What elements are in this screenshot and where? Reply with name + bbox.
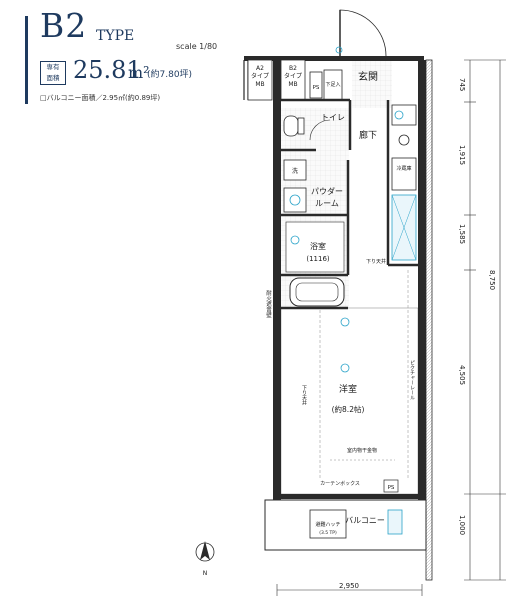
top-wall: [244, 56, 424, 61]
bathtub-inner: [295, 282, 339, 302]
balcony-label: バルコニー: [345, 516, 385, 525]
wash-basin: [283, 187, 307, 213]
outdoor-unit: [387, 509, 403, 535]
genkan-label: 玄関: [358, 70, 378, 83]
dimension-line-bottom: [276, 584, 423, 596]
structural-column: [425, 59, 433, 581]
western-room: [280, 307, 419, 495]
bath-label-1: 浴室: [310, 241, 326, 251]
ps-bottom-box: [383, 479, 399, 493]
mb-b-label-3: MB: [288, 81, 297, 88]
escape-hatch: [309, 509, 347, 539]
mb-a-label-1: A2: [256, 65, 264, 72]
western-room-label-2: (約8.2帖): [332, 404, 365, 414]
mb-a-box: [247, 59, 273, 101]
toilet-door-swing: [309, 119, 331, 141]
powder-room-label-1: パウダー: [311, 186, 343, 196]
dim-4505: 4,505: [458, 365, 466, 385]
scale-label: scale 1/80: [176, 42, 218, 51]
dim-width: 2,950: [339, 582, 359, 590]
washer-label: 洗: [292, 167, 298, 175]
mb-b-label-2: タイプ: [284, 72, 302, 80]
area-tsubo: (約7.80坪): [147, 70, 193, 80]
dim-1915: 1,915: [458, 145, 466, 165]
ps-top-box: [309, 71, 323, 99]
shower-icon: [290, 235, 300, 245]
curtain-box-label: カーテンボックス: [320, 480, 360, 487]
right-wall: [418, 60, 426, 500]
bathtub: [289, 277, 345, 307]
ps-top-label: PS: [313, 85, 320, 91]
balcony-area-label: □バルコニー面積／2.95㎡(約0.89坪): [40, 94, 161, 102]
mb-b-box: [280, 59, 306, 101]
entry-door-swing: [339, 9, 387, 57]
type-code: B2: [40, 6, 88, 45]
north-arrow-icon: [195, 541, 215, 562]
dim-1000: 1,000: [458, 515, 466, 535]
western-room-label-1: 洋室: [339, 383, 357, 395]
washing-machine: [283, 159, 307, 181]
left-wall: [273, 60, 281, 500]
area-tag: 専有 面積: [40, 61, 66, 85]
hallway-label: 廊下: [359, 129, 377, 141]
fridge-label: 冷蔵庫: [396, 165, 411, 172]
interior-walls: [281, 98, 418, 310]
picture-rail-label: ピクチャーレール: [409, 360, 415, 400]
area-value: 25.81: [73, 56, 142, 84]
hatch-label-2: (3.5 TP): [319, 530, 337, 536]
hatch-label-1: 避難ハッチ: [315, 521, 340, 528]
fridge-space: [391, 157, 417, 191]
dim-total: 8,750: [488, 270, 496, 290]
doorbell-icon: [335, 46, 343, 54]
area-tag-line1: 専有: [46, 63, 60, 71]
dimension-lines-right: [464, 59, 506, 581]
accent-bar: [25, 16, 28, 104]
mb-a-label-2: タイプ: [251, 72, 269, 80]
shoe-box-label: 下足入: [325, 82, 340, 88]
area-unit: m²: [128, 63, 150, 82]
bath-label-2: (1116): [306, 255, 330, 263]
ceiling-light-icon-2: [340, 363, 350, 373]
type-word: TYPE: [96, 28, 135, 44]
mb-b-label-1: B2: [289, 65, 297, 72]
cooktop-burner-icon: [398, 134, 410, 146]
sink-drain-icon: [394, 110, 404, 120]
basin-drain-icon: [289, 194, 301, 206]
downturn-ceiling-1: 下り天井: [366, 258, 386, 265]
powder-room-label-2: ルーム: [315, 199, 339, 208]
ceiling-light-icon: [340, 317, 350, 327]
toilet-label: トイレ: [321, 113, 345, 122]
north-label: N: [203, 570, 208, 577]
dim-1585: 1,585: [458, 224, 466, 244]
indoor-drying-label: 室内物干金物: [347, 447, 377, 454]
fireproof-wall-label: 耐火遮音壁: [265, 289, 272, 318]
toilet-bowl: [283, 115, 299, 137]
ps-bottom-label: PS: [388, 485, 395, 491]
mb-a-label-3: MB: [255, 81, 264, 88]
window-wall: [273, 494, 426, 499]
kitchen-sink: [391, 104, 417, 126]
dim-745: 745: [458, 78, 466, 91]
downturn-ceiling-2: 下り天井: [301, 385, 307, 406]
area-tag-line2: 面積: [46, 74, 60, 82]
bath-floor: [285, 221, 345, 273]
genkan-floor: [352, 60, 392, 108]
toilet-tank: [297, 117, 305, 135]
cabinet-diagonal-2: [391, 194, 417, 261]
